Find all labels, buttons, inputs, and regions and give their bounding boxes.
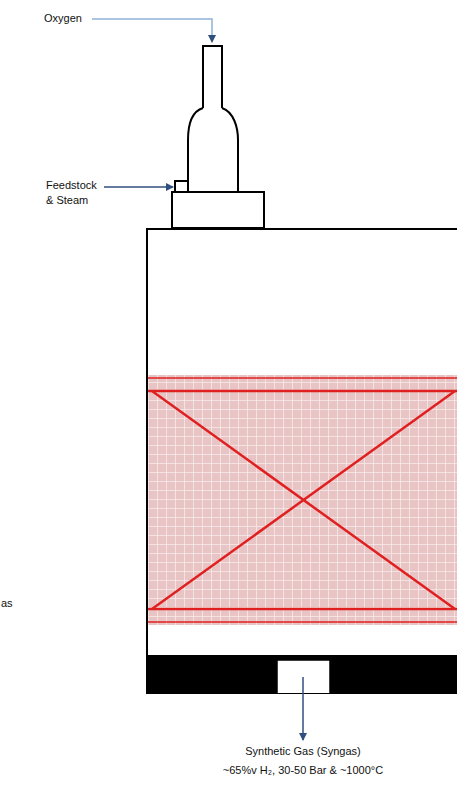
cut-label: as	[1, 596, 13, 611]
product-conditions-label: ~65%v H₂, 30-50 Bar & ~1000°C	[223, 763, 383, 778]
product-label: Synthetic Gas (Syngas)	[245, 744, 361, 759]
feed-inlet-label: Feedstock & Steam	[46, 178, 104, 208]
gas-inlet-label: Oxygen	[44, 11, 82, 26]
